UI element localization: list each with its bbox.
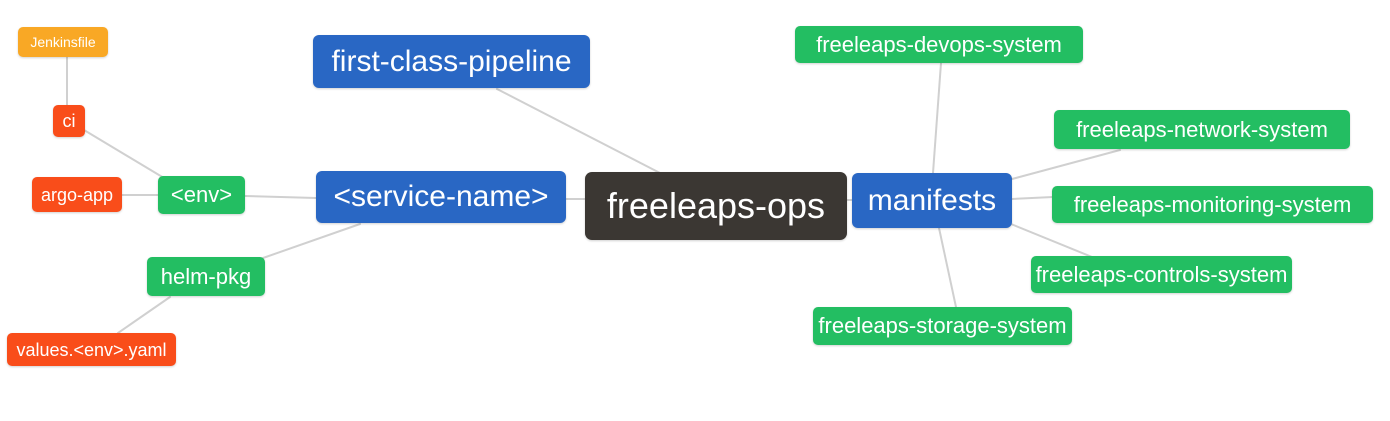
- node-manifests[interactable]: manifests: [852, 173, 1012, 228]
- node-first-class-pipeline[interactable]: first-class-pipeline: [313, 35, 590, 88]
- node-jenkinsfile[interactable]: Jenkinsfile: [18, 27, 108, 57]
- edge-ci-env: [83, 129, 165, 179]
- edge-manifests-controls: [1010, 223, 1093, 258]
- edge-pipeline-freeleaps-ops: [496, 88, 661, 174]
- node-freeleaps-network-system[interactable]: freeleaps-network-system: [1054, 110, 1350, 149]
- node-argo-app[interactable]: argo-app: [32, 177, 122, 212]
- node-values-env-yaml[interactable]: values.<env>.yaml: [7, 333, 176, 366]
- node-freeleaps-ops[interactable]: freeleaps-ops: [585, 172, 847, 240]
- node-env[interactable]: <env>: [158, 176, 245, 214]
- node-helm-pkg[interactable]: helm-pkg: [147, 257, 265, 296]
- edge-values-helm-pkg: [117, 296, 171, 334]
- node-service-name[interactable]: <service-name>: [316, 171, 566, 223]
- edge-manifests-storage: [938, 227, 957, 308]
- edge-manifests-network: [1011, 149, 1121, 180]
- node-freeleaps-devops-system[interactable]: freeleaps-devops-system: [795, 26, 1083, 63]
- node-freeleaps-controls-system[interactable]: freeleaps-controls-system: [1031, 256, 1292, 293]
- node-freeleaps-storage-system[interactable]: freeleaps-storage-system: [813, 307, 1072, 345]
- edge-helm-pkg-service-name: [262, 223, 361, 259]
- node-ci[interactable]: ci: [53, 105, 85, 137]
- edge-env-service-name: [244, 195, 317, 199]
- node-freeleaps-monitoring-system[interactable]: freeleaps-monitoring-system: [1052, 186, 1373, 223]
- edge-manifests-monitoring: [1011, 196, 1054, 200]
- edge-manifests-devops: [932, 62, 942, 174]
